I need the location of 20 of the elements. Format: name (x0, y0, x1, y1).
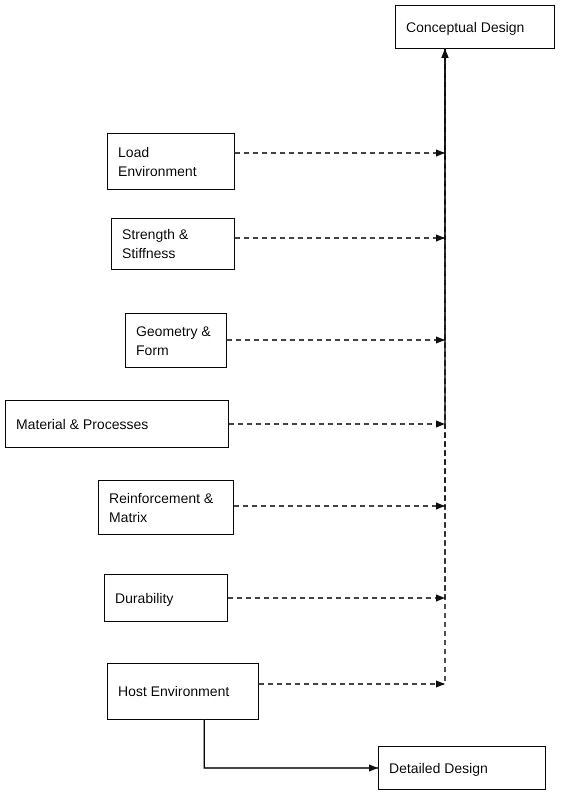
process-box (111, 218, 235, 270)
box-label: Detailed Design (389, 758, 488, 778)
box-label: Durability (115, 588, 174, 608)
box-label: Load Environment (118, 142, 198, 180)
process-box (107, 663, 259, 720)
process-box (104, 574, 228, 622)
process-box (378, 746, 546, 790)
process-box (107, 133, 235, 190)
box-label: Reinforcement & Matrix (109, 488, 214, 526)
box-label: Conceptual Design (406, 18, 524, 36)
box-label: Geometry & Form (136, 322, 212, 360)
box-label: Material & Processes (16, 414, 148, 434)
arrow (259, 49, 449, 688)
process-box (395, 5, 555, 49)
box-label: Host Environment (118, 682, 230, 701)
box-label: Strength & Stiffness (122, 225, 190, 263)
process-box (98, 480, 234, 535)
process-box (125, 313, 227, 368)
arrow (204, 720, 378, 772)
process-box (5, 400, 229, 448)
